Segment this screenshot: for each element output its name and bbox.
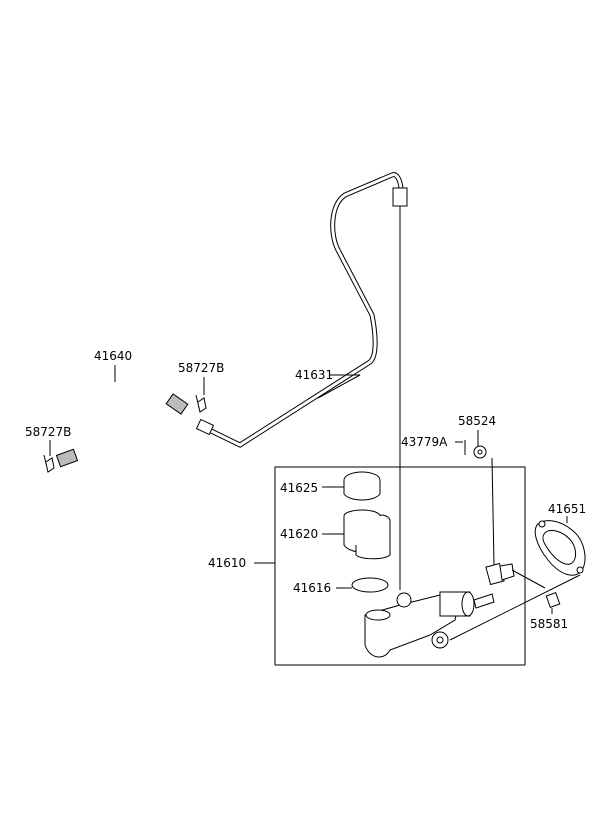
label-43779a: 43779A <box>401 435 448 449</box>
clutch-hose-41640 <box>55 376 189 468</box>
label-58524: 58524 <box>458 414 496 428</box>
leader-lines <box>49 365 568 614</box>
reservoir-41620 <box>343 509 391 560</box>
clip-58727b-right <box>195 394 207 413</box>
reservoir-cap-41625 <box>343 471 381 501</box>
clip-58727b-left <box>43 454 55 473</box>
label-41610: 41610 <box>208 556 246 570</box>
nut-58524 <box>473 445 495 566</box>
assembly-box-41610 <box>274 466 526 666</box>
clutch-tube-41631 <box>195 172 408 590</box>
gasket-41651 <box>534 520 586 576</box>
pin-58581 <box>545 592 561 608</box>
label-41625: 41625 <box>280 481 318 495</box>
label-41616: 41616 <box>293 581 331 595</box>
master-cylinder-body <box>364 562 581 658</box>
label-41640: 41640 <box>94 349 132 363</box>
label-41651: 41651 <box>548 502 586 516</box>
label-41620: 41620 <box>280 527 318 541</box>
clamp-41616 <box>351 577 389 593</box>
label-58727b-right: 58727B <box>178 361 224 375</box>
label-58581: 58581 <box>530 617 568 631</box>
label-41631: 41631 <box>295 368 333 382</box>
label-58727b-left: 58727B <box>25 425 71 439</box>
